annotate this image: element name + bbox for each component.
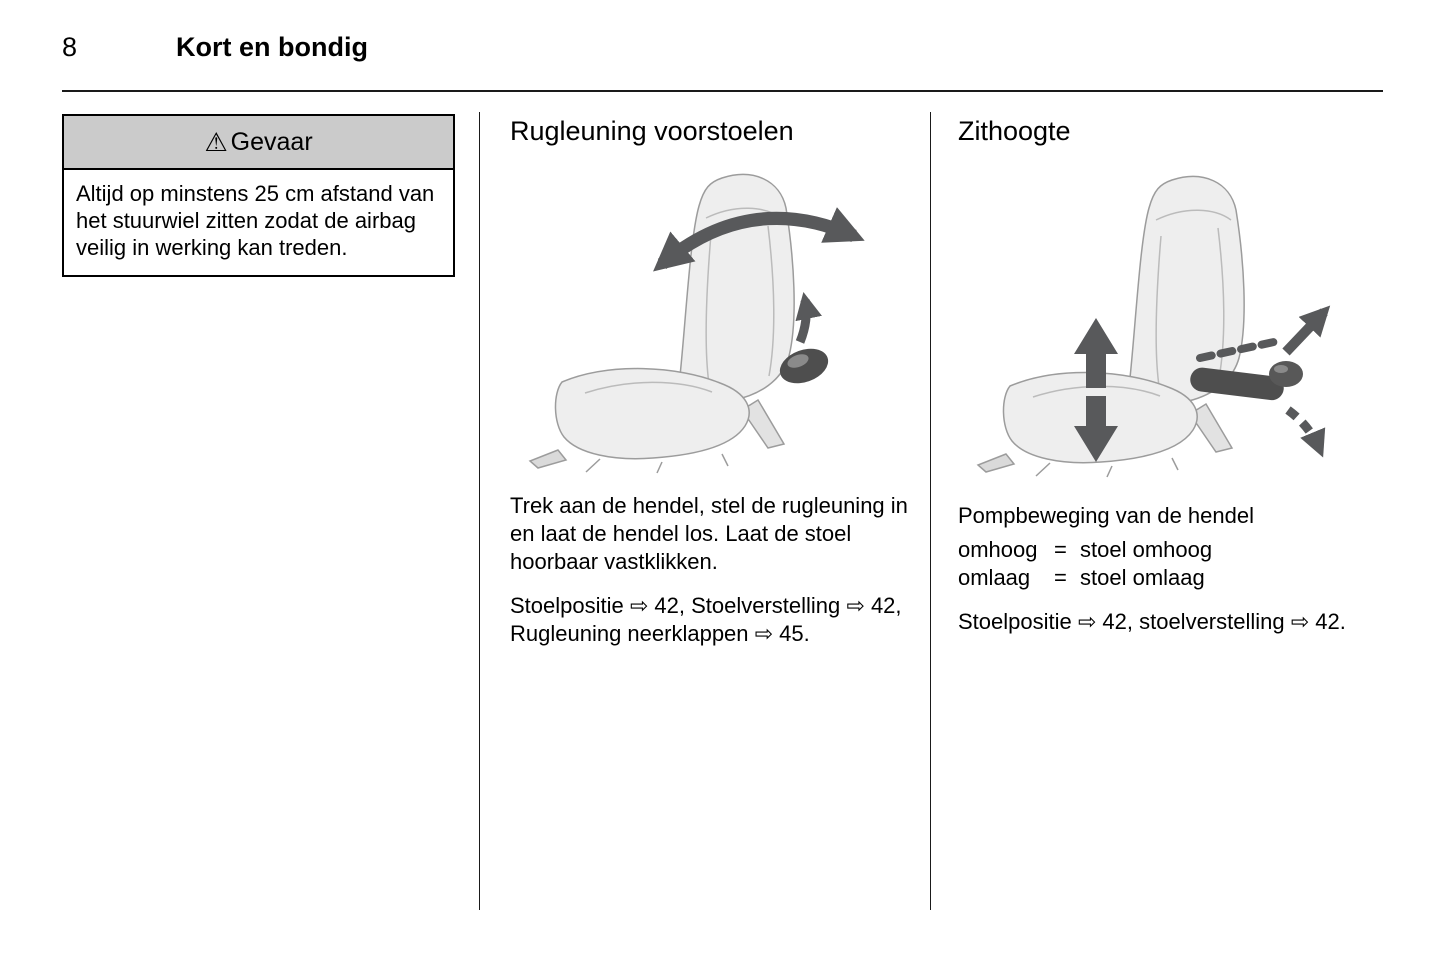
warning-box-header: ⚠ Gevaar <box>64 116 453 170</box>
section-heading-seat-height: Zithoogte <box>958 116 1071 146</box>
pump-lever-dashed-position <box>1196 338 1278 362</box>
backrest-tilt-arrow-icon <box>653 207 865 272</box>
warning-triangle-icon: ⚠ <box>204 127 228 157</box>
warning-body-text: Altijd op minstens 25 cm afstand van het… <box>76 181 435 260</box>
seat-height-cross-references: Stoelpositie ⇨ 42, stoelverstelling ⇨ 42… <box>958 609 1346 634</box>
pump-instruction-text: Pompbeweging van de hendel <box>958 503 1255 528</box>
direction-value: stoel omhoog <box>1080 537 1213 562</box>
page-title: Kort en bondig <box>176 32 368 62</box>
seat-height-illustration <box>958 162 1358 484</box>
seat-front-lever <box>528 449 568 469</box>
height-direction-table: omhoog = stoel omhoog omlaag = stoel oml… <box>958 536 1358 592</box>
lever-down-arrow-icon <box>1285 406 1326 458</box>
column-seat-height: Zithoogte <box>958 114 1358 636</box>
seat-backrest-svg <box>528 173 865 474</box>
height-up-down-arrows-icon <box>1074 318 1118 462</box>
page-number: 8 <box>62 32 78 62</box>
lever-pull-arrow-icon <box>795 292 822 344</box>
column-divider-right <box>930 112 931 910</box>
seat-backrest-illustration <box>510 162 908 474</box>
backrest-cross-references: Stoelpositie ⇨ 42, Stoelverstelling ⇨ 42… <box>510 593 902 646</box>
column-warning: ⚠ Gevaar Altijd op minstens 25 cm afstan… <box>62 114 455 277</box>
pump-lever <box>1190 361 1303 401</box>
equals-sign: = <box>1054 537 1067 562</box>
column-divider-left <box>479 112 480 910</box>
warning-title: Gevaar <box>230 127 313 156</box>
seat-height-svg <box>976 175 1331 478</box>
header-rule <box>62 90 1383 92</box>
seat-cushion <box>554 367 750 460</box>
section-heading-backrest: Rugleuning voorstoelen <box>510 116 794 146</box>
column-backrest: Rugleuning voorstoelen <box>510 114 908 648</box>
seat-front-lever <box>976 453 1016 473</box>
recline-handle <box>779 348 829 384</box>
direction-key: omlaag <box>958 565 1031 590</box>
direction-key: omhoog <box>958 537 1038 562</box>
lever-up-arrow-icon <box>1282 305 1331 356</box>
warning-box: ⚠ Gevaar Altijd op minstens 25 cm afstan… <box>62 114 455 277</box>
equals-sign: = <box>1054 565 1067 590</box>
direction-value: stoel omlaag <box>1080 565 1205 590</box>
backrest-instruction-text: Trek aan de hendel, stel de rugleuning i… <box>510 493 908 574</box>
